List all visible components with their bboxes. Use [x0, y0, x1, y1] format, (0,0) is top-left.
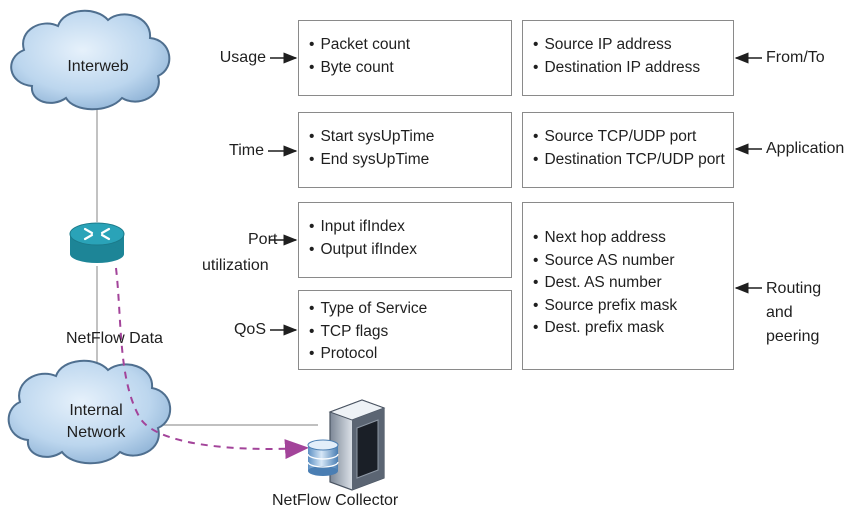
from-to-box: Source IP address Destination IP address	[522, 20, 734, 96]
and-text: and	[766, 304, 793, 321]
qos-label: QoS	[233, 321, 266, 338]
from-to-label: From/To	[766, 49, 825, 66]
usage-box: Packet count Byte count	[298, 20, 512, 96]
list-item: Protocol	[309, 343, 511, 366]
list-item: End sysUpTime	[309, 149, 511, 172]
interweb-cloud-icon	[10, 9, 171, 111]
netflow-collector-caption: NetFlow Collector	[272, 492, 399, 509]
time-label: Time	[229, 142, 264, 159]
qos-box: Type of Service TCP flags Protocol	[298, 290, 512, 370]
interweb-label: Interweb	[40, 56, 156, 78]
peering-text: peering	[766, 328, 820, 345]
routing-peering-label: Routing and peering	[766, 277, 821, 349]
list-item: Destination IP address	[533, 57, 733, 80]
list-item: Source TCP/UDP port	[533, 126, 733, 149]
list-item: Dest. prefix mask	[533, 317, 733, 340]
usage-label: Usage	[219, 49, 266, 66]
routing-text: Routing	[766, 280, 822, 297]
netflow-data-caption: NetFlow Data	[66, 330, 163, 347]
interweb-text: Interweb	[67, 58, 129, 75]
list-item: Source AS number	[533, 250, 733, 273]
list-item: Type of Service	[309, 298, 511, 321]
list-item: Destination TCP/UDP port	[533, 149, 733, 172]
list-item: Packet count	[309, 34, 511, 57]
port-utilization-box: Input ifIndex Output ifIndex	[298, 202, 512, 278]
time-box: Start sysUpTime End sysUpTime	[298, 112, 512, 188]
utilization-text: utilization	[202, 257, 269, 274]
internal-network-label: Internal Network	[36, 400, 156, 444]
internal-text: Internal	[69, 402, 123, 419]
netflow-collector-server-icon	[307, 399, 386, 491]
internal-network-cloud-icon	[7, 359, 172, 465]
network-text: Network	[66, 424, 126, 441]
list-item: Input ifIndex	[309, 216, 511, 239]
routing-peering-box: Next hop address Source AS number Dest. …	[522, 202, 734, 370]
router-icon	[69, 222, 125, 263]
list-item: Dest. AS number	[533, 272, 733, 295]
port-utilization-label: Port utilization	[202, 229, 278, 277]
application-box: Source TCP/UDP port Destination TCP/UDP …	[522, 112, 734, 188]
application-label: Application	[766, 140, 845, 157]
list-item: Source IP address	[533, 34, 733, 57]
list-item: Next hop address	[533, 227, 733, 250]
list-item: Start sysUpTime	[309, 126, 511, 149]
list-item: Output ifIndex	[309, 239, 511, 262]
list-item: Source prefix mask	[533, 295, 733, 318]
list-item: TCP flags	[309, 321, 511, 344]
list-item: Byte count	[309, 57, 511, 80]
netflow-dashed-arrow	[115, 267, 309, 460]
port-text: Port	[248, 231, 278, 248]
